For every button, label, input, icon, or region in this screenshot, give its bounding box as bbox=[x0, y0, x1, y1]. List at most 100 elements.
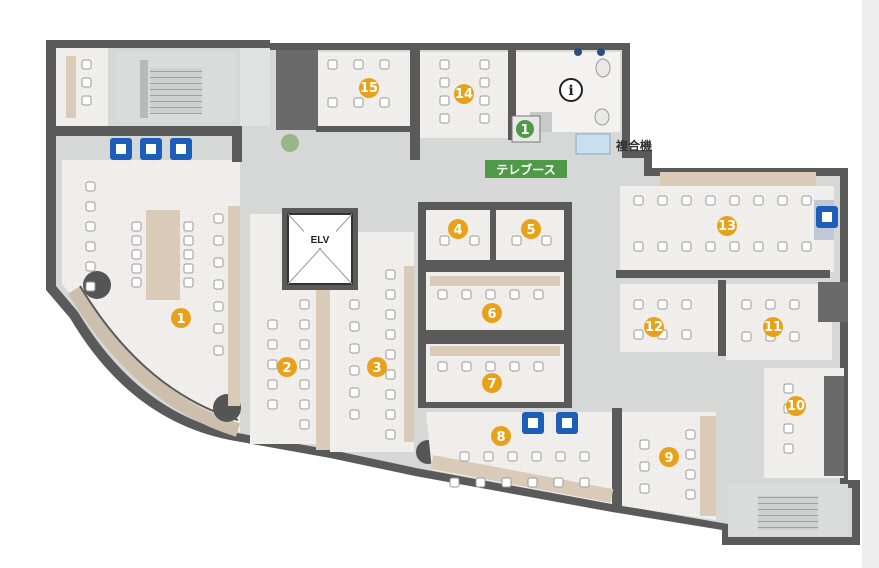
desk bbox=[430, 276, 560, 286]
chair bbox=[439, 95, 450, 106]
chair bbox=[485, 289, 496, 300]
svg-text:2: 2 bbox=[282, 361, 291, 376]
chair bbox=[533, 289, 544, 300]
chair bbox=[783, 423, 794, 434]
chair bbox=[299, 379, 310, 390]
chair bbox=[541, 235, 552, 246]
chair bbox=[681, 299, 692, 310]
chair bbox=[439, 59, 450, 70]
svg-text:14: 14 bbox=[455, 87, 473, 102]
chair bbox=[527, 477, 538, 488]
chair bbox=[681, 329, 692, 340]
chair bbox=[753, 195, 764, 206]
chair bbox=[765, 299, 776, 310]
chair bbox=[183, 221, 194, 232]
elevator-label: ELV bbox=[311, 235, 330, 246]
chair bbox=[501, 477, 512, 488]
svg-text:4: 4 bbox=[453, 223, 462, 238]
chair bbox=[353, 97, 364, 108]
chair bbox=[789, 299, 800, 310]
chair bbox=[349, 299, 360, 310]
chair bbox=[349, 387, 360, 398]
chair bbox=[531, 451, 542, 462]
chair bbox=[579, 451, 590, 462]
stairs-icon bbox=[140, 60, 202, 118]
svg-text:13: 13 bbox=[718, 219, 736, 234]
chair bbox=[85, 261, 96, 272]
telebooth-label: テレブース bbox=[496, 162, 555, 177]
chair bbox=[657, 241, 668, 252]
svg-text:9: 9 bbox=[664, 451, 673, 466]
chair bbox=[267, 319, 278, 330]
chair bbox=[299, 399, 310, 410]
chair bbox=[639, 483, 650, 494]
chair bbox=[579, 477, 590, 488]
chair bbox=[657, 195, 668, 206]
chair bbox=[213, 345, 224, 356]
desk bbox=[228, 206, 240, 406]
chair bbox=[213, 213, 224, 224]
chair bbox=[267, 379, 278, 390]
chair bbox=[213, 323, 224, 334]
svg-text:12: 12 bbox=[645, 320, 663, 335]
chair bbox=[385, 429, 396, 440]
chair bbox=[437, 361, 448, 372]
chair bbox=[267, 339, 278, 350]
chair bbox=[633, 329, 644, 340]
chair bbox=[439, 113, 450, 124]
chair bbox=[633, 299, 644, 310]
chair bbox=[85, 221, 96, 232]
chair bbox=[385, 389, 396, 400]
chair bbox=[507, 451, 518, 462]
chair bbox=[349, 409, 360, 420]
chair bbox=[753, 241, 764, 252]
chair bbox=[681, 195, 692, 206]
telebooth-label-bg bbox=[485, 160, 567, 178]
svg-text:6: 6 bbox=[487, 307, 496, 322]
chair bbox=[483, 451, 494, 462]
chair bbox=[385, 269, 396, 280]
chair bbox=[511, 235, 522, 246]
chair bbox=[741, 299, 752, 310]
chair bbox=[379, 59, 390, 70]
svg-text:1: 1 bbox=[176, 312, 185, 327]
chair bbox=[299, 299, 310, 310]
chair bbox=[461, 289, 472, 300]
chair bbox=[633, 195, 644, 206]
plant bbox=[281, 134, 299, 152]
svg-text:15: 15 bbox=[360, 81, 378, 96]
chair bbox=[327, 59, 338, 70]
chair bbox=[437, 289, 448, 300]
chair bbox=[705, 241, 716, 252]
chair bbox=[685, 489, 696, 500]
chair bbox=[783, 443, 794, 454]
desk bbox=[404, 266, 414, 442]
chair bbox=[479, 113, 490, 124]
chair bbox=[741, 331, 752, 342]
chair bbox=[267, 399, 278, 410]
chair bbox=[553, 477, 564, 488]
chair bbox=[131, 249, 142, 260]
pillar bbox=[83, 271, 111, 299]
room-badges: 1 2 3 4 5 6 7 8 9 10 11 12 13 14 15 bbox=[171, 78, 806, 467]
chair bbox=[449, 477, 460, 488]
chair bbox=[85, 281, 96, 292]
chair bbox=[729, 241, 740, 252]
chair bbox=[439, 77, 450, 88]
chair bbox=[213, 257, 224, 268]
svg-text:7: 7 bbox=[487, 377, 496, 392]
toilet-icon bbox=[574, 48, 611, 126]
chair bbox=[385, 349, 396, 360]
chair bbox=[533, 361, 544, 372]
storage-room bbox=[56, 48, 108, 126]
chair bbox=[81, 59, 92, 70]
chair bbox=[385, 329, 396, 340]
info-icon: i bbox=[559, 78, 583, 102]
chair bbox=[353, 59, 364, 70]
chair bbox=[85, 241, 96, 252]
chair bbox=[479, 77, 490, 88]
copier-label: 複合機 bbox=[615, 138, 652, 153]
chair bbox=[385, 369, 396, 380]
chair bbox=[479, 95, 490, 106]
chair bbox=[299, 339, 310, 350]
